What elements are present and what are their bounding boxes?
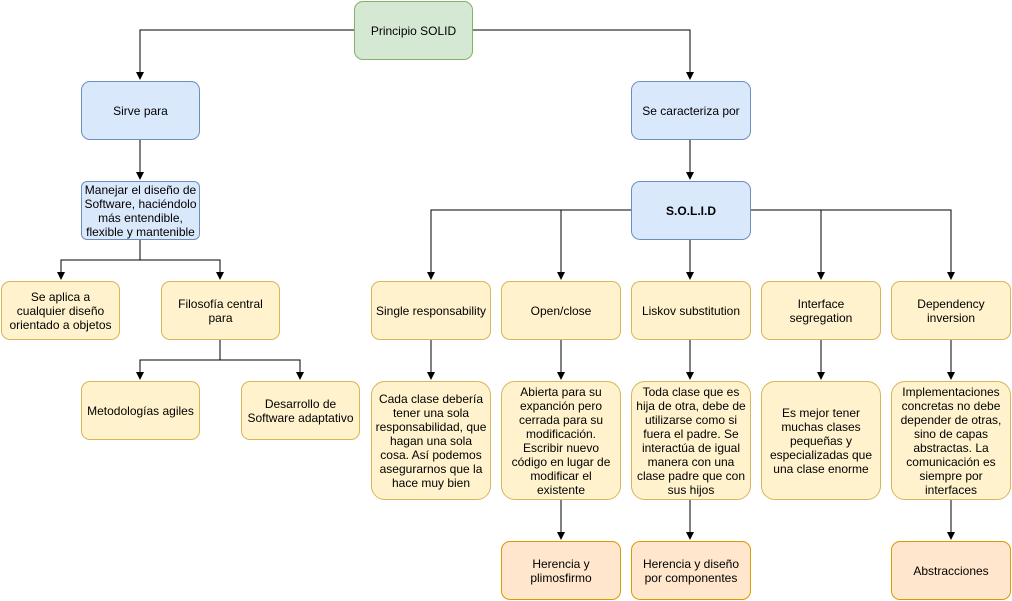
node-label: Herencia y diseño por componentes	[642, 556, 740, 585]
node-manejar-diseno[interactable]: Manejar el diseño de Software, haciéndol…	[81, 181, 200, 240]
node-label: Dependency inversion	[917, 296, 985, 325]
node-solid[interactable]: S.O.L.I.D	[631, 181, 751, 240]
edge-root-serves	[136, 29, 354, 80]
node-desarrollo-adaptativo[interactable]: Desarrollo de Software adaptativo	[241, 381, 360, 440]
node-srp-description[interactable]: Cada clase debería tener una sola respon…	[371, 381, 491, 500]
node-lsp-description[interactable]: Toda clase que es hija de otra, debe de …	[631, 381, 751, 500]
node-label: Implementaciones concretas no debe depen…	[900, 384, 1002, 497]
node-abstracciones[interactable]: Abstracciones	[891, 541, 1011, 600]
node-dip-description[interactable]: Implementaciones concretas no debe depen…	[891, 381, 1011, 500]
node-open-close[interactable]: Open/close	[501, 281, 621, 340]
edge-manage-philosophy	[140, 259, 224, 280]
node-orientado-objetos[interactable]: Se aplica a cualquier diseño orientado a…	[1, 281, 120, 340]
node-label: Metodologías agiles	[87, 403, 194, 418]
node-label: Es mejor tener muchas clases pequeñas y …	[769, 405, 873, 476]
edge-solid-dip	[821, 209, 955, 280]
node-principio-solid[interactable]: Principio SOLID	[354, 1, 473, 60]
node-sirve-para[interactable]: Sirve para	[81, 81, 200, 140]
node-label: Cada clase debería tener una sola respon…	[375, 391, 487, 490]
node-label: Se caracteriza por	[642, 103, 740, 118]
node-se-caracteriza-por[interactable]: Se caracteriza por	[631, 81, 751, 140]
node-label: Filosofía central para	[178, 296, 263, 325]
node-interface-segregation[interactable]: Interface segregation	[761, 281, 881, 340]
node-label: Open/close	[530, 303, 592, 318]
node-herencia-componentes[interactable]: Herencia y diseño por componentes	[631, 541, 751, 600]
edge-root-characterized	[473, 29, 694, 80]
node-label: Se aplica a cualquier diseño orientado a…	[9, 289, 112, 332]
edge-solid-srp	[427, 209, 631, 280]
node-ocp-description[interactable]: Abierta para su expanción pero cerrada p…	[501, 381, 621, 500]
edge-solid-isp	[751, 209, 825, 280]
node-herencia-polimorfismo[interactable]: Herencia y plimosfirmo	[501, 541, 621, 600]
node-label: Sirve para	[113, 103, 168, 118]
node-single-responsability[interactable]: Single responsability	[371, 281, 491, 340]
node-isp-description[interactable]: Es mejor tener muchas clases pequeñas y …	[761, 381, 881, 500]
node-label: Toda clase que es hija de otra, debe de …	[636, 384, 746, 497]
edge-philosophy-agile	[136, 340, 221, 380]
node-label: Liskov substitution	[641, 303, 741, 318]
node-dependency-inversion[interactable]: Dependency inversion	[891, 281, 1011, 340]
node-label: Interface segregation	[789, 296, 853, 325]
node-label: Single responsability	[375, 303, 487, 318]
node-label: Herencia y plimosfirmo	[530, 556, 592, 585]
node-filosofia-central[interactable]: Filosofía central para	[161, 281, 280, 340]
node-label: S.O.L.I.D	[665, 203, 716, 218]
node-label: Abierta para su expanción pero cerrada p…	[511, 384, 611, 497]
node-label: Desarrollo de Software adaptativo	[247, 396, 354, 425]
edge-philosophy-adaptive	[220, 359, 304, 380]
node-liskov-substitution[interactable]: Liskov substitution	[631, 281, 751, 340]
node-label: Abstracciones	[913, 563, 989, 578]
node-label: Principio SOLID	[370, 23, 457, 38]
node-label: Manejar el diseño de Software, haciéndol…	[84, 182, 197, 239]
node-metodologias-agiles[interactable]: Metodologías agiles	[81, 381, 200, 440]
edge-manage-oo	[57, 240, 141, 280]
